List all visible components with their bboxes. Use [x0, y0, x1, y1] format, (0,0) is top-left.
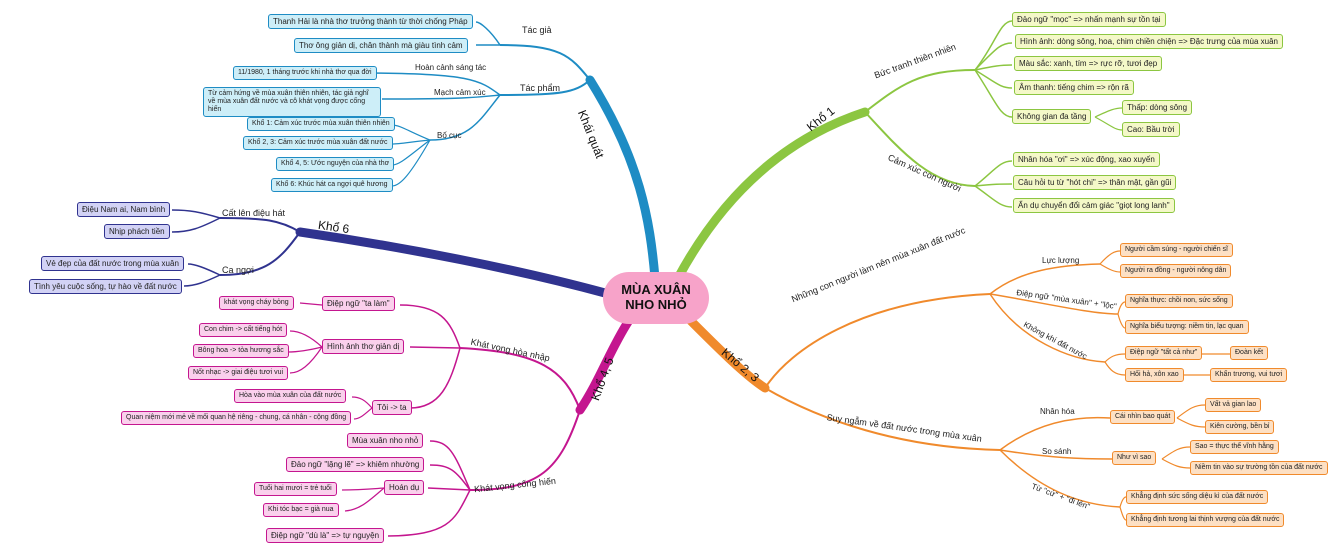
diep-ngu-ta-lam[interactable]: Điệp ngữ "ta làm" [322, 296, 395, 312]
cam-xuc-item[interactable]: Câu hỏi tu từ "hót chi" => thân mật, gần… [1013, 175, 1177, 191]
branch-line-kho6 [295, 227, 610, 298]
branch-line-kho1 [673, 107, 870, 283]
luc-luong-item[interactable]: Người ra đồng - người nông dân [1120, 264, 1232, 279]
cong-hien-item[interactable]: Điệp ngữ "dù là" => tự nguyện [266, 528, 385, 544]
diep-ngu-item[interactable]: Nghĩa thực: chồi non, sức sống [1125, 294, 1233, 309]
label-so-sanh: So sánh [1042, 447, 1072, 456]
tac-gia-item[interactable]: Thanh Hải là nhà thơ trưởng thành từ thờ… [268, 14, 473, 30]
buc-tranh-item[interactable]: Đảo ngữ "mọc" => nhấn mạnh sự tồn tại [1012, 12, 1166, 28]
ca-ngoi-item[interactable]: Vẻ đẹp của đất nước trong mùa xuân [41, 256, 184, 272]
cat-len-item[interactable]: Điệu Nam ai, Nam bình [77, 202, 171, 218]
branch-line-khai-quat [585, 75, 660, 283]
label-luc-luong: Lực lượng [1042, 256, 1080, 265]
so-sanh-item[interactable]: Niềm tin vào sự trường tồn của đất nước [1190, 461, 1328, 476]
hinh-anh-item[interactable]: Nốt nhạc -> giai điệu tươi vui [188, 366, 289, 381]
cong-hien-item[interactable]: Mùa xuân nho nhỏ [347, 433, 424, 449]
hinh-anh-tho[interactable]: Hình ảnh thơ giản dị [322, 339, 405, 355]
hoan-du-item[interactable]: Khi tóc bạc = già nua [263, 503, 339, 518]
label-bo-cuc: Bố cục [437, 131, 462, 140]
cong-hien-item[interactable]: Đảo ngữ "lặng lẽ" => khiêm nhường [286, 457, 425, 473]
nhan-hoa-node[interactable]: Cái nhìn bao quát [1110, 410, 1176, 425]
khong-khi-child[interactable]: Đoàn kết [1230, 346, 1269, 361]
mach-cam-xuc-item[interactable]: Từ cảm hứng về mùa xuân thiên nhiên, tác… [203, 87, 381, 118]
toi-ta[interactable]: Tôi -> ta [372, 400, 412, 416]
toi-ta-item[interactable]: Quan niệm mới mẻ về mối quan hệ riêng - … [121, 411, 352, 426]
label-mach-cam-xuc: Mạch cảm xúc [434, 88, 486, 97]
so-sanh-node[interactable]: Như vì sao [1112, 451, 1157, 466]
so-sanh-item[interactable]: Sao = thực thể vĩnh hằng [1190, 440, 1279, 455]
tu-cu-item[interactable]: Khẳng định tương lai thịnh vượng của đất… [1126, 513, 1285, 528]
khong-khi-child[interactable]: Khẩn trương, vui tươi [1210, 368, 1288, 383]
buc-tranh-item[interactable]: Màu sắc: xanh, tím => rực rỡ, tươi đẹp [1014, 56, 1163, 72]
label-ca-ngoi[interactable]: Ca ngợi [222, 265, 254, 275]
label-hoan-canh: Hoàn cảnh sáng tác [415, 63, 487, 72]
khong-gian-item[interactable]: Cao: Bầu trời [1122, 122, 1180, 138]
hoan-du-item[interactable]: Tuổi hai mươi = trẻ tuổi [254, 482, 337, 497]
nhan-hoa-item[interactable]: Kiên cường, bền bỉ [1205, 420, 1275, 435]
label-tac-pham[interactable]: Tác phẩm [520, 83, 561, 93]
label-nhan-hoa: Nhân hóa [1040, 407, 1075, 416]
branch-line-kho45 [575, 317, 633, 415]
diep-ngu-item[interactable]: Nghĩa biểu tượng: niềm tin, lạc quan [1125, 320, 1249, 335]
diep-ngu-ta-lam-child[interactable]: khát vọng cháy bỏng [219, 296, 294, 311]
tac-gia-item[interactable]: Thơ ông giản dị, chân thành mà giàu tình… [294, 38, 468, 54]
bo-cuc-item[interactable]: Khổ 2, 3: Cảm xúc trước mùa xuân đất nướ… [243, 136, 393, 151]
label-tac-gia[interactable]: Tác giả [522, 25, 552, 35]
khong-gian-item[interactable]: Thấp: dòng sông [1122, 100, 1193, 116]
buc-tranh-item[interactable]: Hình ảnh: dòng sông, hoa, chim chiền chi… [1015, 34, 1283, 50]
nhan-hoa-item[interactable]: Vất vả gian lao [1205, 398, 1262, 413]
branch-line-kho23 [685, 315, 770, 393]
cam-xuc-item[interactable]: Ẩn dụ chuyển đổi cảm giác "giọt long lan… [1013, 198, 1175, 214]
cat-len-item[interactable]: Nhịp phách tiền [104, 224, 170, 240]
hoan-du[interactable]: Hoán dụ [384, 480, 425, 496]
label-cat-len[interactable]: Cất lên điệu hát [222, 208, 286, 218]
ca-ngoi-item[interactable]: Tình yêu cuộc sống, tự hào về đất nước [29, 279, 182, 295]
cam-xuc-item[interactable]: Nhân hóa "ơi" => xúc động, xao xuyến [1013, 152, 1160, 168]
hinh-anh-item[interactable]: Bông hoa -> tỏa hương sắc [193, 344, 289, 359]
bo-cuc-item[interactable]: Khổ 1: Cảm xúc trước mùa xuân thiên nhiê… [247, 117, 395, 132]
bo-cuc-item[interactable]: Khổ 4, 5: Ước nguyện của nhà thơ [276, 157, 395, 172]
center-topic[interactable]: MÙA XUÂN NHO NHỎ [603, 272, 709, 324]
khong-khi-item[interactable]: Hối hả, xôn xao [1125, 368, 1184, 383]
hoan-canh-item[interactable]: 11/1980, 1 tháng trước khi nhà thơ qua đ… [233, 66, 377, 81]
khong-gian[interactable]: Không gian đa tầng [1012, 109, 1092, 125]
khong-khi-item[interactable]: Điệp ngữ "tất cả như" [1125, 346, 1203, 361]
buc-tranh-item[interactable]: Âm thanh: tiếng chim => rộn rã [1014, 80, 1134, 96]
tu-cu-item[interactable]: Khẳng định sức sống diệu kì của đất nước [1126, 490, 1269, 505]
toi-ta-item[interactable]: Hòa vào mùa xuân của đất nước [234, 389, 347, 404]
hinh-anh-item[interactable]: Con chim -> cất tiếng hót [199, 323, 288, 338]
luc-luong-item[interactable]: Người cầm súng - người chiến sĩ [1120, 243, 1233, 258]
bo-cuc-item[interactable]: Khổ 6: Khúc hát ca ngợi quê hương [271, 178, 393, 193]
